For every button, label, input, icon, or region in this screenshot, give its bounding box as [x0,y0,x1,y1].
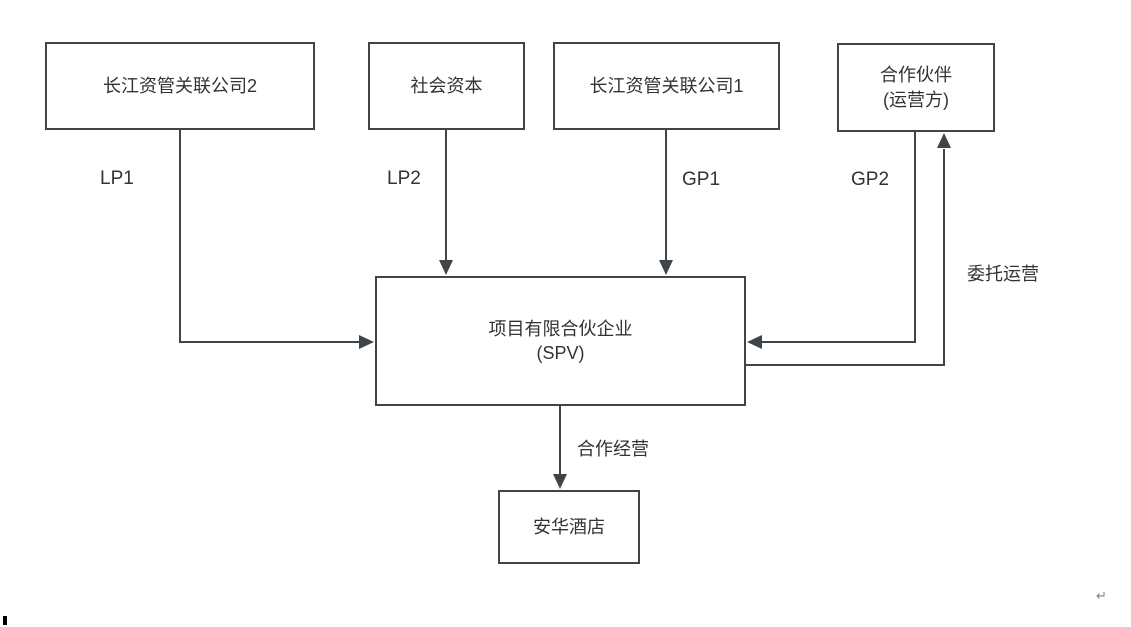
arrowhead-gp2-left [747,335,762,349]
node-label: 安华酒店 [533,516,605,537]
connector-lp1 [179,130,360,343]
edge-label-gp2: GP2 [851,169,890,190]
arrowhead-entrusted-up [937,133,951,148]
node-spv-partnership: 项目有限合伙企业 (SPV) [375,276,746,406]
paragraph-return-mark: ↵ [1096,588,1107,603]
arrowhead-lp1-right [359,335,374,349]
node-label: 长江资管关联公司2 [102,75,257,96]
connector-entrusted-operation [746,149,945,366]
connector-gp2 [761,132,916,343]
arrowhead-cooperative-down [553,474,567,489]
node-label-line1: 合作伙伴 [880,65,952,86]
edge-label-entrusted-operation: 委托运营 [967,264,1039,284]
edge-label-gp1: GP1 [682,169,721,190]
node-partner-operator: 合作伙伴 (运营方) [837,43,995,132]
node-label: 社会资本 [410,75,483,96]
node-social-capital: 社会资本 [368,42,525,130]
node-changjiang-company2: 长江资管关联公司2 [45,42,315,130]
node-changjiang-company1: 长江资管关联公司1 [553,42,780,130]
edge-label-lp1: LP1 [100,168,134,189]
node-label-line1: 项目有限合伙企业 [488,318,633,339]
node-anhua-hotel: 安华酒店 [498,490,640,564]
arrowhead-gp1-down [659,260,673,275]
node-label: 长江资管关联公司1 [589,75,744,96]
text-cursor [3,616,7,625]
edge-label-cooperative-operation: 合作经营 [577,439,649,459]
arrowhead-lp2-down [439,260,453,275]
node-label-line2: (运营方) [883,89,949,110]
edge-label-lp2: LP2 [387,168,421,189]
node-label-line2: (SPV) [536,343,585,363]
